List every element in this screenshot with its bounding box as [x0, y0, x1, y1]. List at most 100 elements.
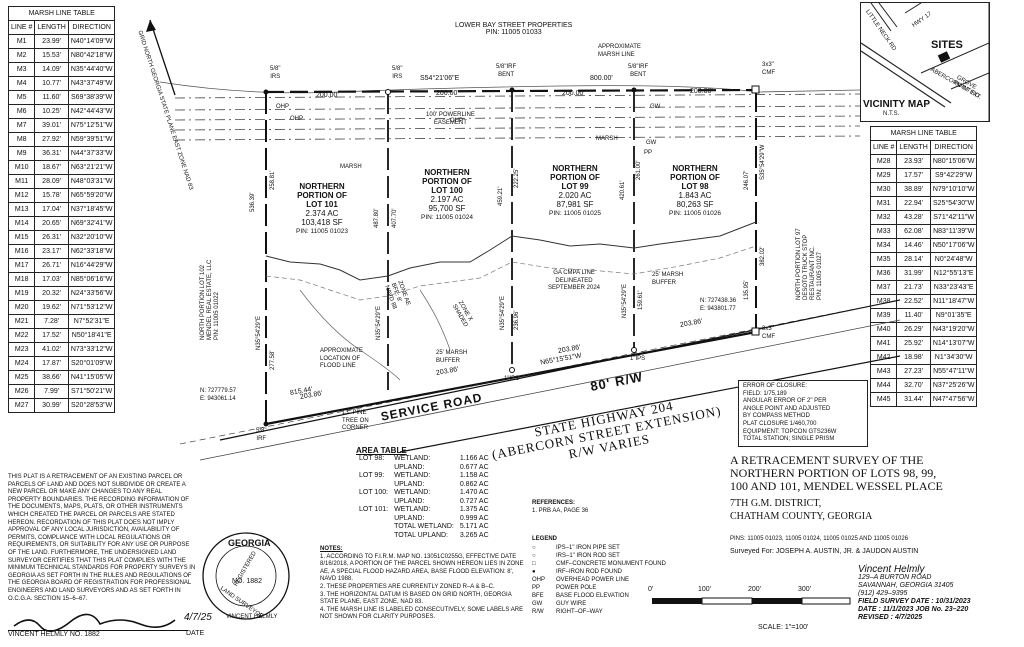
area-cell: 0.677 AC: [459, 463, 489, 471]
table-cell: 19.62': [34, 300, 69, 315]
distance-label: 135.95': [744, 280, 750, 301]
area-cell: UPLAND:: [394, 514, 425, 522]
monument-label: 5/8" IRF: [256, 428, 267, 442]
area-row: UPLAND:0.862 AC: [356, 481, 492, 490]
area-cell: 0.727 AC: [459, 497, 489, 505]
pine-tree-label: 13" PINE TREE ON CORNER: [342, 410, 369, 432]
area-row: LOT 98:WETLAND:1.166 AC: [356, 455, 492, 464]
area-row: TOTAL WETLAND:5.171 AC: [356, 523, 492, 532]
area-cell: [356, 464, 391, 473]
area-row: UPLAND:0.727 AC: [356, 498, 492, 507]
gw-label: GW: [646, 140, 657, 146]
area-cell: 3.265 AC: [459, 531, 489, 539]
monument-label: 1"IPS: [504, 376, 520, 382]
legend-symbol: GW: [532, 600, 543, 607]
closure-line: ANGULAR ERROR OF 2" PER: [743, 398, 827, 405]
legend-item: ○IPS–1" IRON PIPE SET: [532, 544, 666, 552]
area-cell: [356, 523, 391, 532]
title-block: A RETRACEMENT SURVEY OF THE NORTHERN POR…: [730, 453, 943, 523]
area-cell: TOTAL UPLAND:: [394, 531, 449, 539]
distance-label: 382.02': [760, 246, 766, 267]
table-cell: M1: [7, 34, 36, 49]
closure-line: TOTAL STATION; SINGLE PRISM: [743, 436, 835, 443]
area-cell: [356, 498, 391, 507]
table-cell: 39.01': [34, 118, 69, 133]
powerline-easement-label: 100' POWERLINE EASEMENT: [426, 112, 475, 126]
signature-date: 4/7/25: [184, 612, 212, 623]
table-cell: M22: [7, 328, 36, 343]
surveyor-block: Vincent Helmly 129–A BURTON ROAD SAVANNA…: [858, 564, 971, 622]
area-cell: 1.166 AC: [459, 455, 489, 462]
legend-symbol: R/W: [532, 608, 544, 615]
table-cell: 62.08': [896, 224, 931, 239]
marsh-buffer-label: 25' MARSH BUFFER: [652, 272, 684, 286]
area-cell: WETLAND:: [394, 472, 431, 479]
flood-line-label: APPROXIMATE LOCATION OF FLOOD LINE: [320, 348, 363, 370]
distance-label: 222.25': [514, 168, 520, 189]
legend-symbol: ○: [532, 552, 536, 559]
area-cell: 1.470 AC: [459, 489, 489, 496]
area-cell: LOT 99:: [359, 472, 385, 479]
area-cell: [356, 481, 391, 490]
pp-label: PP: [644, 150, 653, 156]
table-cell: M7: [7, 118, 36, 133]
legend-text: OVERHEAD POWER LINE: [556, 576, 630, 583]
bearing-label: S54°21'06"E: [420, 75, 460, 82]
area-cell: UPLAND:: [394, 463, 425, 471]
marsh-label: MARSH: [340, 164, 362, 170]
area-cell: WETLAND:: [394, 506, 431, 513]
distance-label: 487.80': [374, 208, 380, 229]
distance-label: 258.81': [270, 170, 276, 191]
legend-text: IPS–1" IRON PIPE SET: [556, 544, 620, 551]
date-label: DATE: [186, 630, 205, 637]
table-cell: 22.52': [896, 294, 931, 309]
west-owner-label: NORTH PORTION LOT 102 MENDEL REAL ESTATE…: [200, 259, 220, 340]
distance-label: 459.21': [498, 186, 504, 207]
legend-item: BFE BASE FLOOD ELEVATION: [532, 592, 666, 600]
surveyed-for-label: Surveyed For: JOSEPH A. AUSTIN, JR. & JA…: [730, 548, 919, 555]
surveyor-seal: [202, 532, 290, 620]
legend-symbol: BFE: [532, 592, 544, 599]
legend-text: RIGHT–OF–WAY: [556, 608, 603, 615]
area-row: LOT 99:WETLAND:1.158 AC: [356, 472, 492, 481]
monument-label: 3x3" CMF: [762, 62, 775, 76]
distance-label: 200.00': [436, 90, 459, 97]
bearing-label: N35°54'29"E: [622, 283, 628, 318]
distance-label: 420.61': [620, 180, 626, 201]
closure-line: ANGLE POINT AND ADJUSTED: [743, 405, 831, 412]
area-cell: LOT 98:: [359, 455, 385, 462]
legend-text: BASE FLOOD ELEVATION: [556, 592, 629, 599]
legend-text: POWER POLE: [556, 584, 597, 591]
table-cell: 10.25': [34, 104, 69, 119]
monument-label: 5/8" IRS: [392, 66, 403, 80]
vicinity-title: VICINITY MAP: [863, 99, 931, 110]
monument-label: 5/8"IRF BENT: [628, 64, 649, 78]
coordinate-label: N: 727438.36 E: 943801.77: [700, 298, 737, 312]
legend-symbol: □: [532, 560, 536, 567]
monument-label: 3x3" CMF: [762, 326, 775, 340]
table-cell: 30.99': [34, 398, 69, 413]
east-owner-label: NORTH PORTION LOT 97 DESOTO TRUCK STOP R…: [796, 228, 823, 300]
distance-label: 200.00': [316, 92, 339, 99]
distance-label: 261.00': [636, 160, 642, 181]
